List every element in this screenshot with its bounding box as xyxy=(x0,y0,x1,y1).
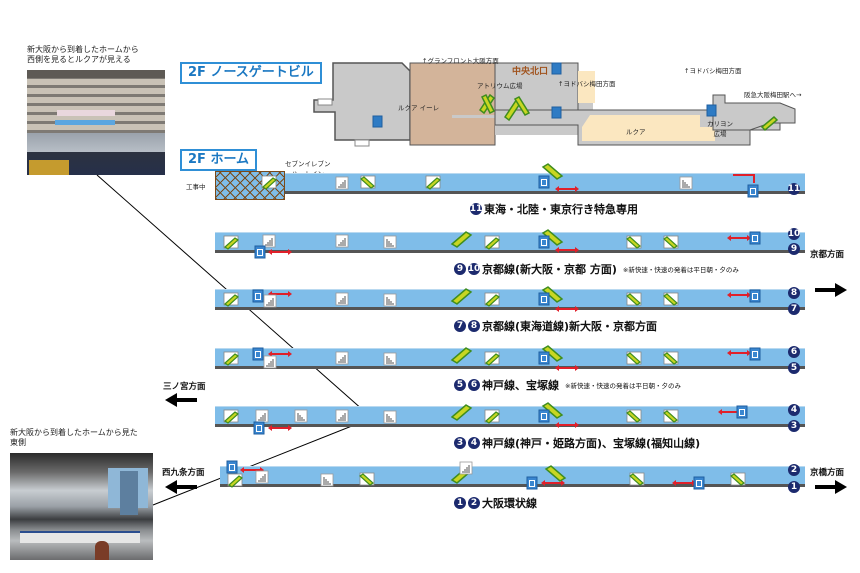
platform-5-6-label: 5 6 神戸線、宝塚線 ※新快速・快速の発着は平日朝・夕のみ xyxy=(454,377,681,393)
label-hankyu: 阪急大阪梅田駅へ→ xyxy=(744,91,802,99)
track-8-badge: 8 xyxy=(788,287,800,299)
photo-bottom-caption: 新大阪から到着したホームから見た 東側 xyxy=(10,428,138,447)
label-construction: 工事中 xyxy=(186,183,206,191)
platform-5-6 xyxy=(215,348,805,369)
arrow-right-icon xyxy=(815,283,847,297)
platform-9-10-label: 9 10 京都線(新大阪・京都 方面) ※新快速・快速の発着は平日朝・夕のみ xyxy=(454,261,739,277)
home-title: 2F ホーム xyxy=(180,149,258,171)
photo-east-view xyxy=(10,453,153,560)
platform-11-label: 11 東海・北陸・東京行き特急専用 xyxy=(469,203,638,216)
platform-3-4-label: 3 4 神戸線(神戸・姫路方面)、宝塚線(福知山線) xyxy=(454,435,700,451)
track-6-badge: 6 xyxy=(788,346,800,358)
platform-7-8 xyxy=(215,289,805,310)
track-2-badge: 2 xyxy=(788,464,800,476)
photo-top-caption: 新大阪から到着したホームから 西側を見るとルクアが見える xyxy=(27,45,139,64)
direction-sannomiya-label: 三ノ宮方面 xyxy=(163,382,206,392)
platform-9-10 xyxy=(215,232,805,253)
lucua-area xyxy=(582,115,715,141)
arrow-left-icon xyxy=(165,393,197,407)
arrow-left-icon xyxy=(165,480,197,494)
direction-kyoto-label: 京都方面 xyxy=(810,250,845,260)
track-1-badge: 1 xyxy=(788,481,800,493)
platform-7-8-label: 7 8 京都線(東海道線)新大阪・京都方面 xyxy=(454,318,657,334)
direction-nishikujo-label: 西九条方面 xyxy=(162,468,205,478)
label-lucua-1100: ルクア イーレ xyxy=(398,104,440,112)
label-yodobashi-1: ↑ヨドバシ梅田方面 xyxy=(558,80,616,88)
arrow-right-icon xyxy=(815,480,847,494)
direction-kyobashi-label: 京橋方面 xyxy=(810,468,845,478)
track-11-badge: 11 xyxy=(787,183,801,195)
photo-west-lucua xyxy=(27,70,165,175)
platform-1-2-label: 1 2 大阪環状線 xyxy=(454,495,537,511)
label-yodobashi-2: ↑ヨドバシ梅田方面 xyxy=(684,67,742,75)
label-atrium: アトリウム広場 xyxy=(477,82,523,90)
track-9-badge: 9 xyxy=(788,243,800,255)
lucua-1100-area xyxy=(409,62,496,146)
label-carillon: カリヨン 広場 xyxy=(707,120,733,138)
track-5-badge: 5 xyxy=(788,362,800,374)
platform-3-4 xyxy=(215,406,805,427)
north-gate-floor-map xyxy=(313,62,796,147)
north-gate-title: 2F ノースゲートビル xyxy=(180,62,322,84)
label-grand-front: ↑グランフロント大阪方面 xyxy=(422,57,499,65)
track-4-badge: 4 xyxy=(788,404,800,416)
track-10-badge: 10 xyxy=(787,228,801,240)
label-lucua: ルクア xyxy=(626,128,646,136)
label-central-north-exit: 中央北口 xyxy=(512,67,549,77)
track-7-badge: 7 xyxy=(788,303,800,315)
track-3-badge: 3 xyxy=(788,420,800,432)
